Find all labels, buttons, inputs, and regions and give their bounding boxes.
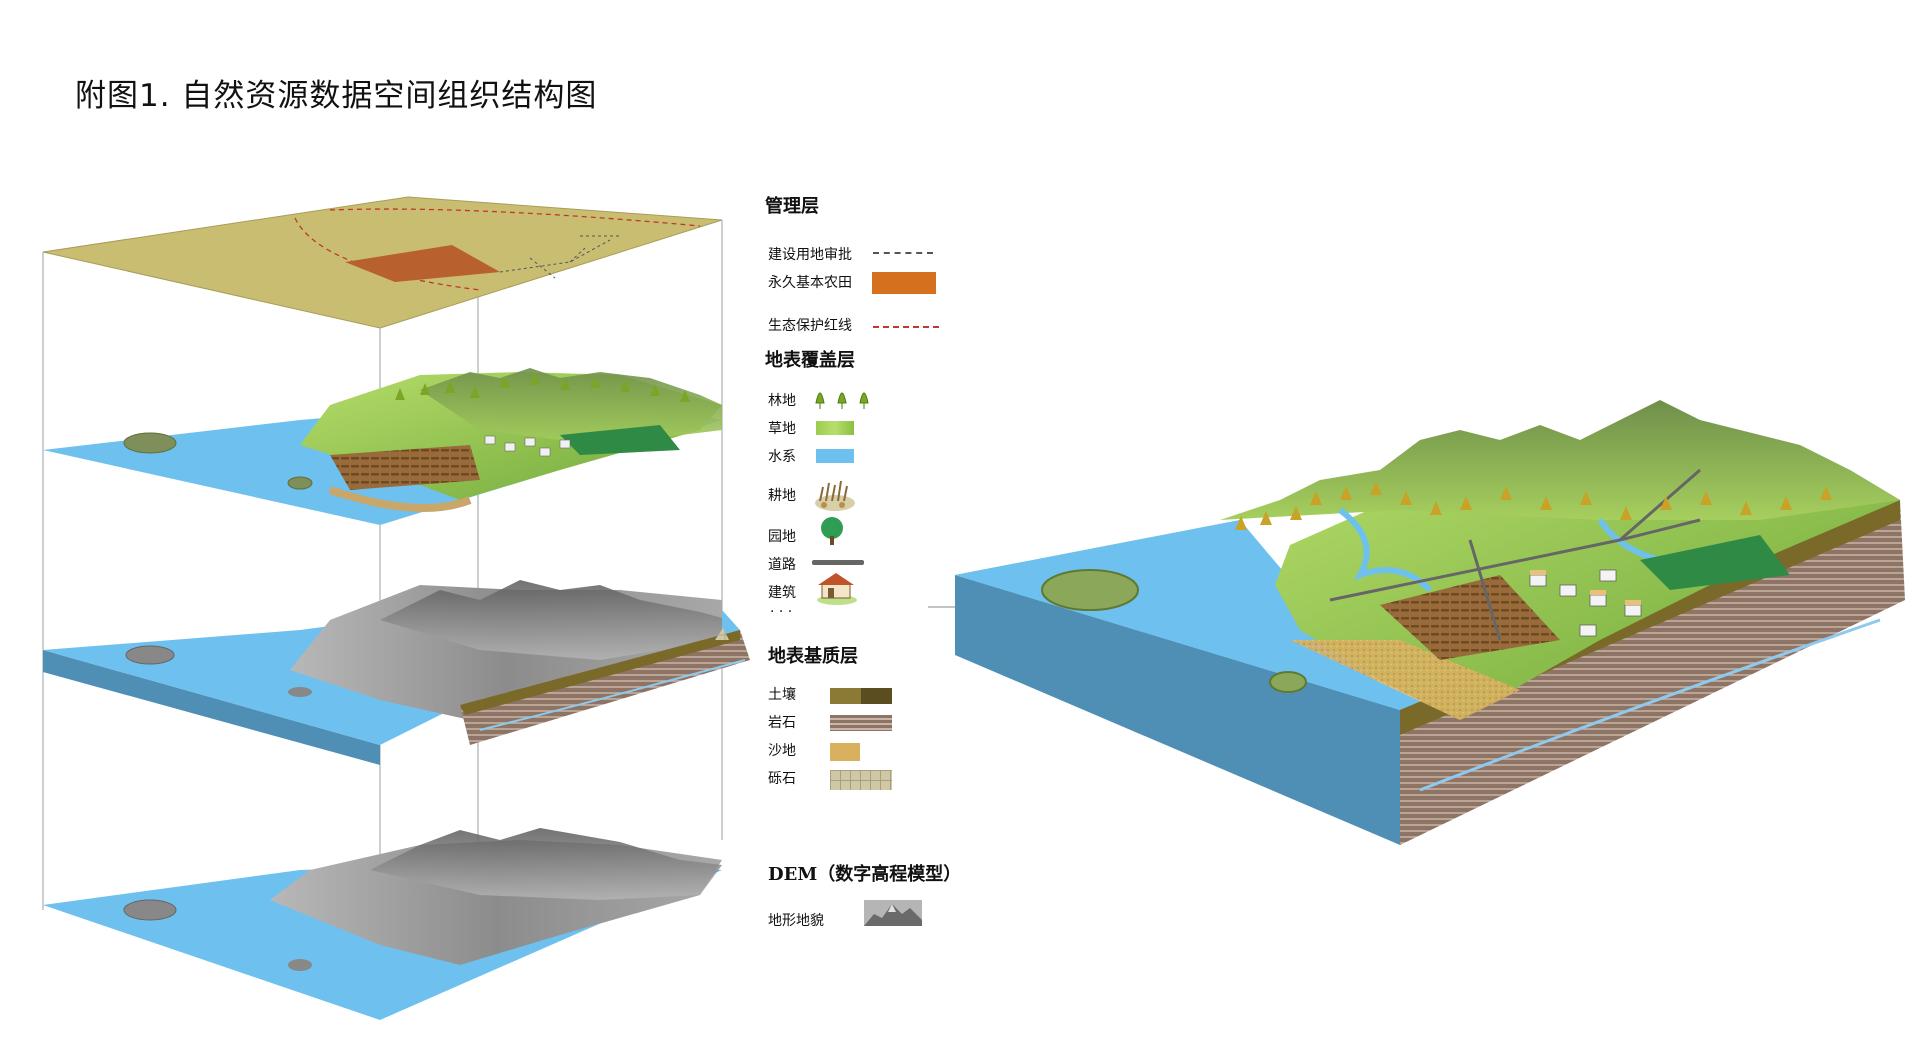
grass-swatch-icon [816,421,854,435]
legend-item-label: 生态保护红线 [768,318,852,334]
dashed-line-icon [873,252,933,254]
legend-cover-title: 地表覆盖层 [765,350,855,371]
farmland-icon [815,480,855,511]
legend-item-label: 道路 [768,557,796,573]
legend-item-label: 建设用地审批 [768,247,852,263]
legend-item-label: 林地 [768,393,796,409]
legend-item-label: 砾石 [768,771,796,787]
legend-item-label: 建筑 [768,585,796,601]
substrate-layer [43,580,750,765]
sand-swatch-icon [830,743,860,761]
legend-dem-title: DEM（数字高程模型） [768,864,962,885]
legend-item-label: 土壤 [768,687,796,703]
soil-swatch-icon [830,688,892,704]
construction-approval-parcels [499,235,620,279]
surface-cover-layer [43,368,722,525]
road-line-icon [812,560,864,565]
redline-dashed-icon [873,326,939,328]
legend-more-ellipsis: · · · [770,604,793,620]
management-layer-plane [42,196,723,329]
farmland-fill-icon [872,272,936,294]
orchard-icon [821,517,843,545]
legend-item-label: 岩石 [768,715,796,731]
legend-item-label: 草地 [768,421,796,437]
rock-swatch-icon [830,715,892,731]
legend-management-title: 管理层 [765,196,819,217]
tree-icon [815,392,869,409]
house-icon [817,573,857,605]
page-title: 附图1. 自然资源数据空间组织结构图 [75,78,598,114]
legend-item-label: 耕地 [768,488,796,504]
legend-item-label: 沙地 [768,743,796,759]
water-swatch-icon [816,449,854,463]
legend-item-label: 园地 [768,529,796,545]
composite-terrain-block [928,400,1905,845]
legend-substrate-title: 地表基质层 [768,646,858,667]
legend-item-label: 地形地貌 [768,913,824,929]
gravel-swatch-icon [830,770,892,790]
terrain-icon [864,900,922,926]
dem-layer [43,828,722,1020]
legend-item-label: 水系 [768,449,796,465]
legend-item-label: 永久基本农田 [768,275,852,291]
basic-farmland-parcel [345,245,500,282]
